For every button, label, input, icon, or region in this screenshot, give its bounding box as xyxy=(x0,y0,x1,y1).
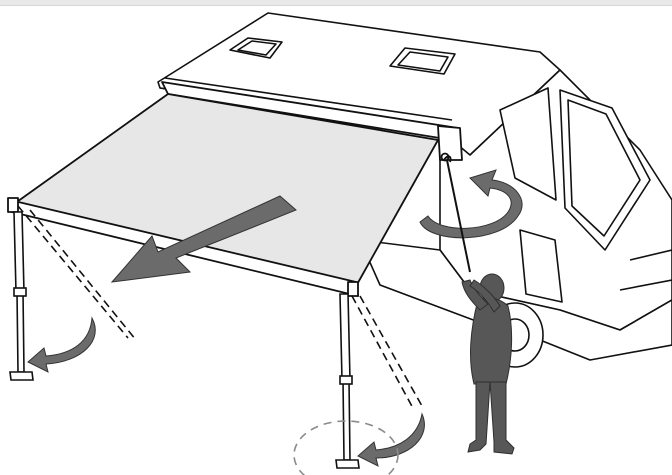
left-leg-lower xyxy=(17,292,24,372)
left-leg-clamp xyxy=(14,288,26,296)
left-leg-swing-arrow xyxy=(28,318,95,372)
right-leg-upper xyxy=(340,294,350,380)
right-leg-clamp xyxy=(340,376,352,384)
rail-cap-right xyxy=(348,282,358,296)
person-leg-right xyxy=(490,382,514,454)
person-torso xyxy=(471,298,512,384)
right-leg-lower xyxy=(343,380,350,460)
left-leg-foot xyxy=(10,372,33,380)
motorhome-door xyxy=(520,230,562,302)
left-leg-upper xyxy=(14,212,24,292)
right-leg-stowed-dashed xyxy=(352,296,422,410)
right-leg-foot xyxy=(336,460,359,468)
rail-cap-left xyxy=(8,198,18,212)
right-leg-swing-arrow xyxy=(358,414,424,466)
person-leg-left xyxy=(468,382,490,452)
